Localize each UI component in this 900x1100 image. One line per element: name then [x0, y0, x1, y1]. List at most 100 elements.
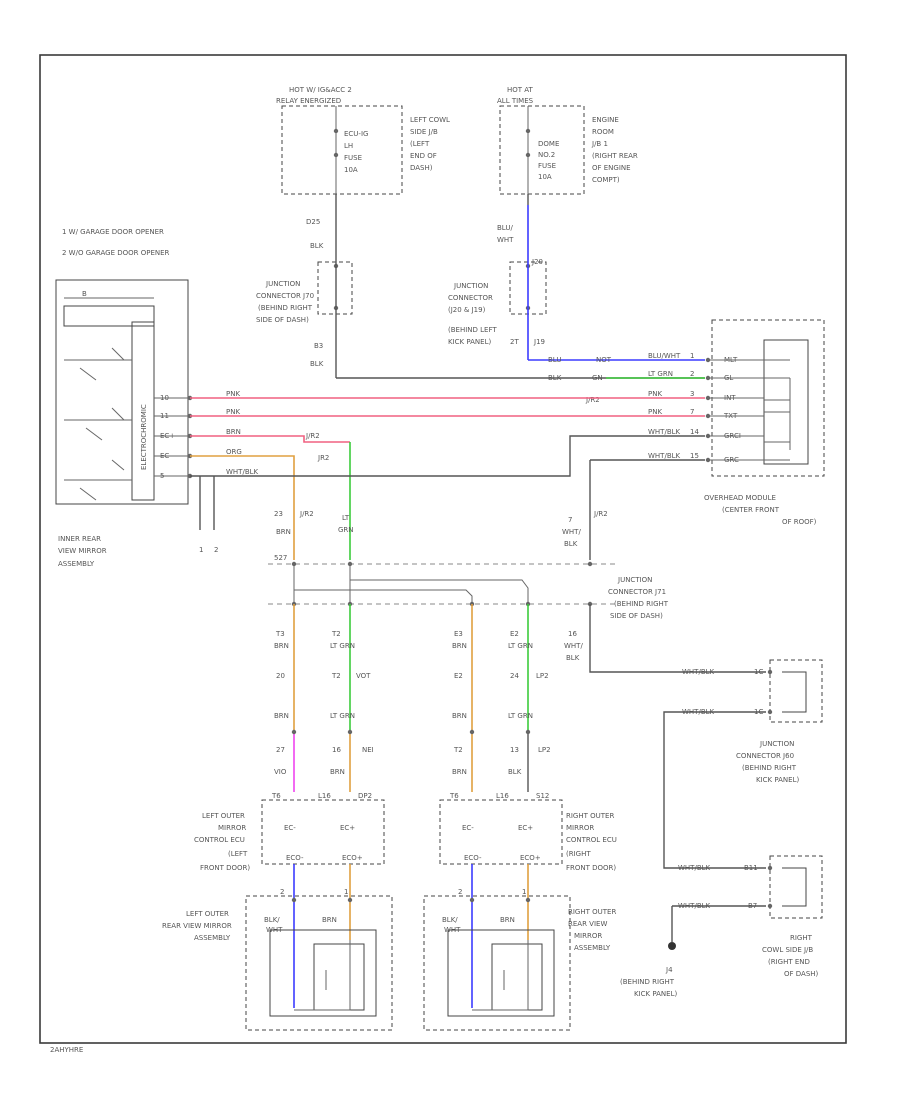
c1-pin: D25 [306, 218, 320, 226]
left-ecu-pin-b: EC+ [340, 824, 355, 832]
j60-connector: WHT/BLK WHT/BLK 1C 1C JUNCTION CONNECTOR… [682, 659, 823, 784]
overhead-wire-2: PNK [648, 390, 662, 398]
left-ecu-pin-a: EC- [284, 824, 296, 832]
j60-label-4: KICK PANEL) [756, 776, 799, 784]
lower-col-3-w2: LT GRN [508, 712, 533, 720]
ground-id: J4 [665, 966, 673, 974]
mirror-label-1: INNER REAR [58, 535, 101, 543]
c1b-wire: BLK [310, 360, 324, 368]
lower-col-2-n1: E3 [454, 630, 463, 638]
c1-wire: BLK [310, 242, 324, 250]
ecu-ig-relay-label: RELAY ENERGIZED [276, 97, 341, 105]
overhead-left-w2: BLK [548, 374, 562, 382]
right-ecu-pin-d: ECO+ [520, 854, 541, 862]
j60-p1: 1C [754, 668, 763, 676]
lower-misc: 16 WHT/ BLK VOT NEI LP2 LP2 [356, 630, 583, 754]
overhead-label-3: OF ROOF) [782, 518, 817, 526]
dome-fuse-no: NO.2 [538, 151, 555, 159]
c2-wire-1: BLU/ [497, 224, 513, 232]
mirror-label-3: ASSEMBLY [58, 560, 95, 568]
right-ecu-label-5: FRONT DOOR) [566, 864, 616, 872]
right-ecu-pin-a: EC- [462, 824, 474, 832]
right-cowl-jb: WHT/BLK WHT/BLK B11 B7 RIGHT COWL SIDE J… [678, 855, 823, 978]
lower-col-1-n1: T2 [331, 630, 341, 638]
j71-label-1: JUNCTION [617, 576, 652, 584]
lower-col-2-w2: BRN [452, 712, 467, 720]
lower-col-2-w1: BRN [452, 642, 467, 650]
right-ecu-label-2: MIRROR [566, 824, 594, 832]
overhead-label-1: OVERHEAD MODULE [704, 494, 776, 502]
j60-w1: WHT/BLK [682, 668, 715, 676]
right-rvm-p2: 1 [522, 888, 526, 896]
lower-col-1-n2: T2 [331, 672, 341, 680]
overhead-wire-1: LT GRN [648, 370, 673, 378]
rcj-w2: WHT/BLK [678, 902, 711, 910]
j60-label-3: (BEHIND RIGHT [742, 764, 797, 772]
lower-col-0-w1: BRN [274, 642, 289, 650]
c1b-pin: B3 [314, 342, 323, 350]
rcj-label-1: RIGHT [790, 934, 813, 942]
lower-col-3-n1: E2 [510, 630, 519, 638]
mirror-wht-blk [190, 435, 705, 477]
diagram-frame [39, 54, 847, 1044]
right-ecu-label-1: RIGHT OUTER [566, 812, 614, 820]
lower-col-2-w3: BRN [452, 768, 467, 776]
dome-hot-label: HOT AT [507, 86, 534, 94]
mirror-pin-2: 2 [214, 546, 218, 554]
dome-fuse-word: FUSE [538, 162, 556, 170]
orange-wire [190, 455, 295, 560]
left-rvm-w2: WHT [266, 926, 283, 934]
j71-527: 527 [274, 554, 287, 562]
upper-connectors: D25 BLK JUNCTION CONNECTOR J70 (BEHIND R… [256, 218, 547, 368]
lower-col-3-n3: 13 [510, 746, 519, 754]
overhead-num-0: 1 [690, 352, 694, 360]
left-ecu-pin-c: ECO- [286, 854, 304, 862]
dome-hot-label-2: ALL TIMES [497, 97, 534, 105]
left-rvm-p2: 1 [344, 888, 348, 896]
j20-label-2: CONNECTOR [448, 294, 493, 302]
j71-label-4: SIDE OF DASH) [610, 612, 663, 620]
dome-loc-3: J/B 1 [591, 140, 608, 148]
j20-label-5: KICK PANEL) [448, 338, 491, 346]
left-rvm-w3: BRN [322, 916, 337, 924]
ground-label-2: KICK PANEL) [634, 990, 677, 998]
lower-col-1-w1: LT GRN [330, 642, 355, 650]
j20-label-3: (J20 & J19) [448, 306, 486, 314]
overhead-num-4: 14 [690, 428, 699, 436]
mirror-jr2-b: JR2 [317, 454, 329, 462]
lower-col-3-n2: 24 [510, 672, 519, 680]
ecu-ig-loc-4: END OF [410, 152, 437, 160]
right-rvm-w2: WHT [444, 926, 461, 934]
dome-loc-1: ENGINE [592, 116, 619, 124]
overhead-num-2: 3 [690, 390, 694, 398]
lower-col-1-w2: LT GRN [330, 712, 355, 720]
dome-fuse-amp: 10A [538, 173, 552, 181]
left-ecu-label-3: CONTROL ECU [194, 836, 245, 844]
j71-ltgrn2: GRN [338, 526, 354, 534]
j71-p7: 7 [568, 516, 572, 524]
mirror-label-2: VIEW MIRROR [58, 547, 107, 555]
right-ecu-label-3: CONTROL ECU [566, 836, 617, 844]
dome-loc-2: ROOM [592, 128, 614, 136]
j70-label-3: (BEHIND RIGHT [258, 304, 313, 312]
ecu-ig-loc-5: DASH) [410, 164, 433, 172]
right-ecu-label-4: (RIGHT [566, 850, 591, 858]
left-rear-view-mirror: 2 1 BLK/ WHT BRN LEFT OUTER REAR VIEW MI… [162, 888, 393, 1031]
j71-wht: WHT/ [562, 528, 581, 536]
lower-col-2-n3: T2 [453, 746, 463, 754]
dome-loc-5: OF ENGINE [592, 164, 631, 172]
lower-col-0-w3: VIO [274, 768, 287, 776]
lower-v3: LP2 [536, 672, 549, 680]
left-rvm-label-2: REAR VIEW MIRROR [162, 922, 232, 930]
j70-label-2: CONNECTOR J70 [256, 292, 314, 300]
ground-label-1: (BEHIND RIGHT [620, 978, 675, 986]
c2-wire-2: WHT [497, 236, 514, 244]
right-ecu-pin-c: ECO- [464, 854, 482, 862]
left-ecu-label-1: LEFT OUTER [202, 812, 245, 820]
overhead-num-1: 2 [690, 370, 694, 378]
right-ecu-top-c: S12 [536, 792, 549, 800]
j71-label-3: (BEHIND RIGHT [614, 600, 669, 608]
j60-label-2: CONNECTOR J60 [736, 752, 794, 760]
